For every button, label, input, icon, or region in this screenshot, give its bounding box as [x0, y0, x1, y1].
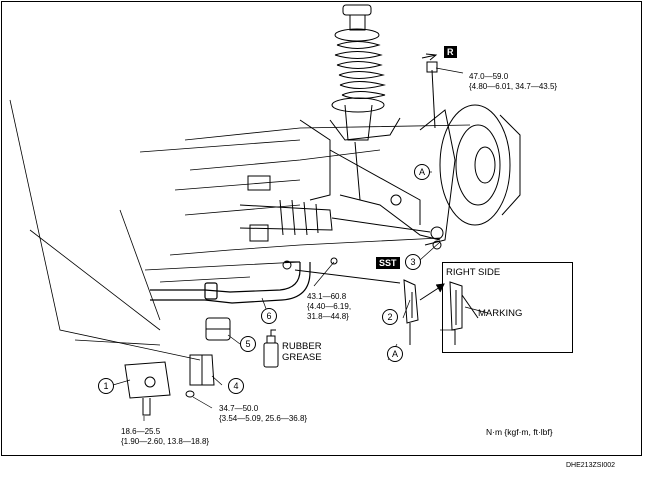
torque-top-nut-line2: {4.80—6.01, 34.7—43.5} [469, 82, 558, 91]
direction-arrow [421, 53, 438, 61]
right-side-label: RIGHT SIDE [446, 267, 501, 278]
unit-note: N·m {kgf·m, ft·lbf} [486, 427, 553, 437]
torque-link-nut-line3: 31.8—44.8} [307, 312, 349, 321]
shock-absorber-spring [329, 4, 401, 201]
grease-bottle [263, 329, 279, 368]
stabilizer-bar [150, 261, 311, 304]
callout-6: 6 [261, 308, 277, 324]
callout-a-upper: A [414, 164, 430, 180]
torque-link-nut-line2: {4.40—6.19, [307, 302, 352, 311]
steering-gear-boot [239, 175, 431, 242]
knuckle-hub-disc [419, 61, 521, 246]
callout-a-lower: A [387, 346, 403, 362]
right-side-inset [442, 262, 573, 353]
sst-tag: SST [376, 257, 400, 269]
subframe-lines [9, 99, 471, 361]
callout-4: 4 [228, 378, 244, 394]
callout-1: 1 [98, 378, 114, 394]
diagram-frame [1, 1, 642, 456]
callout-3: 3 [405, 254, 421, 270]
figure-code: DHE213ZSI002 [566, 462, 616, 469]
torque-top-nut-line1: 47.0—59.0 [469, 72, 509, 81]
r-tag: R [444, 46, 457, 58]
torque-bracket-bolt-line1: 18.6—25.5 [121, 427, 161, 436]
lower-arm [299, 119, 444, 250]
callout-2: 2 [382, 309, 398, 325]
torque-bushing-bolt-line2: {3.54—5.09, 25.6—36.8} [219, 414, 308, 423]
torque-bracket-bolt-line2: {1.90—2.60, 13.8—18.8} [121, 437, 210, 446]
bushing-bracket [124, 317, 231, 416]
torque-link-nut-line1: 43.1—60.8 [307, 292, 347, 301]
torque-bushing-bolt-line1: 34.7—50.0 [219, 404, 259, 413]
grease-label: GREASE [282, 352, 322, 363]
marking-label: MARKING [478, 308, 523, 319]
callout-5: 5 [240, 336, 256, 352]
rubber-label: RUBBER [282, 341, 322, 352]
stabilizer-link [282, 257, 419, 345]
